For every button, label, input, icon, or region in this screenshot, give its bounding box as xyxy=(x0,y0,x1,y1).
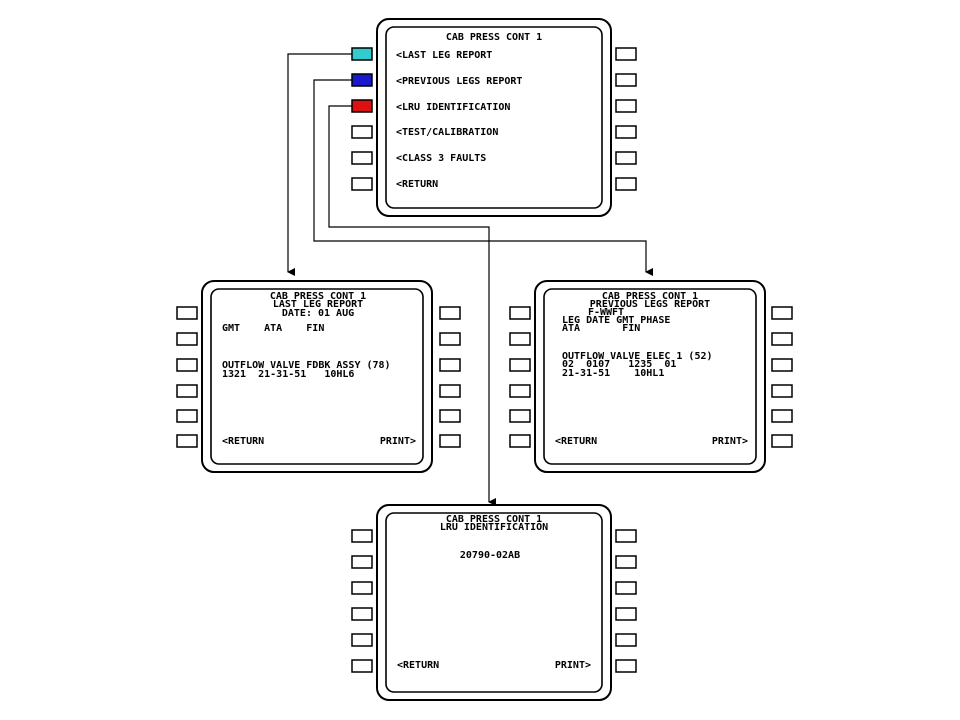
previous-legs-lsk-r2[interactable] xyxy=(771,332,793,346)
last-leg-lsk-l3[interactable] xyxy=(176,358,198,372)
top-lsk-l6[interactable] xyxy=(351,177,373,191)
previous-legs-report-screen: CAB PRESS CONT 1 PREVIOUS LEGS REPORT F-… xyxy=(509,280,793,473)
lru-print[interactable]: PRINT> xyxy=(555,660,591,671)
previous-legs-lsk-r5[interactable] xyxy=(771,409,793,423)
previous-legs-lsk-r4[interactable] xyxy=(771,384,793,398)
previous-legs-lsk-l3[interactable] xyxy=(509,358,531,372)
last-leg-outer-frame xyxy=(201,280,433,473)
last-leg-fault-name: OUTFLOW VALVE FDBK ASSY (78) xyxy=(222,360,391,371)
top-lsk-l5[interactable] xyxy=(351,151,373,165)
lru-lsk-l4[interactable] xyxy=(351,607,373,621)
top-lsk-r4[interactable] xyxy=(615,125,637,139)
previous-legs-title: CAB PRESS CONT 1 xyxy=(602,291,698,302)
lru-inner-frame xyxy=(385,512,603,693)
previous-legs-lsk-l4[interactable] xyxy=(509,384,531,398)
flow-line-last-leg xyxy=(287,53,352,276)
lru-title: CAB PRESS CONT 1 xyxy=(446,514,542,525)
menu-previous-legs-report[interactable]: <PREVIOUS LEGS REPORT xyxy=(396,76,522,87)
lru-lsk-r3[interactable] xyxy=(615,581,637,595)
previous-legs-inner-frame xyxy=(543,288,757,465)
last-leg-report-screen: CAB PRESS CONT 1 LAST LEG REPORT DATE: 0… xyxy=(176,280,461,473)
last-leg-lsk-r2[interactable] xyxy=(439,332,461,346)
lru-lsk-r2[interactable] xyxy=(615,555,637,569)
top-lsk-l4[interactable] xyxy=(351,125,373,139)
lru-subtitle: LRU IDENTIFICATION xyxy=(440,522,548,533)
last-leg-lsk-r6[interactable] xyxy=(439,434,461,448)
top-lsk-l2[interactable] xyxy=(351,73,373,87)
previous-legs-lsk-l1[interactable] xyxy=(509,306,531,320)
last-leg-lsk-l4[interactable] xyxy=(176,384,198,398)
lru-identification-screen: CAB PRESS CONT 1 LRU IDENTIFICATION 2079… xyxy=(351,504,637,701)
last-leg-fault-data: 1321 21-31-51 10HL6 xyxy=(222,369,354,380)
lru-lsk-r5[interactable] xyxy=(615,633,637,647)
last-leg-title: CAB PRESS CONT 1 xyxy=(270,291,366,302)
last-leg-lsk-l6[interactable] xyxy=(176,434,198,448)
previous-legs-lsk-r6[interactable] xyxy=(771,434,793,448)
top-screen-inner-frame xyxy=(385,26,603,209)
last-leg-inner-frame xyxy=(210,288,424,465)
flow-line-previous-legs xyxy=(313,79,653,276)
last-leg-lsk-r4[interactable] xyxy=(439,384,461,398)
top-lsk-r1[interactable] xyxy=(615,47,637,61)
previous-legs-registration: F-WWFT xyxy=(588,307,624,318)
previous-legs-fault-data-2: 21-31-51 10HL1 xyxy=(562,368,664,379)
last-leg-column-header: GMT ATA FIN xyxy=(222,323,324,334)
top-lsk-r3[interactable] xyxy=(615,99,637,113)
top-screen-outer-frame xyxy=(376,18,612,217)
previous-legs-lsk-l5[interactable] xyxy=(509,409,531,423)
top-screen-title: CAB PRESS CONT 1 xyxy=(446,32,542,43)
lru-lsk-r4[interactable] xyxy=(615,607,637,621)
top-lsk-l3[interactable] xyxy=(351,99,373,113)
lru-lsk-l3[interactable] xyxy=(351,581,373,595)
previous-legs-lsk-l2[interactable] xyxy=(509,332,531,346)
previous-legs-return[interactable]: <RETURN xyxy=(555,436,597,447)
last-leg-lsk-l2[interactable] xyxy=(176,332,198,346)
top-lsk-r6[interactable] xyxy=(615,177,637,191)
last-leg-lsk-r3[interactable] xyxy=(439,358,461,372)
lru-lsk-r6[interactable] xyxy=(615,659,637,673)
lru-lsk-l2[interactable] xyxy=(351,555,373,569)
top-lsk-l1[interactable] xyxy=(351,47,373,61)
lru-lsk-l5[interactable] xyxy=(351,633,373,647)
previous-legs-outer-frame xyxy=(534,280,766,473)
menu-return[interactable]: <RETURN xyxy=(396,179,438,190)
previous-legs-lsk-r1[interactable] xyxy=(771,306,793,320)
flow-line-lru-identification xyxy=(328,105,496,506)
previous-legs-header-1: LEG DATE GMT PHASE xyxy=(562,315,670,326)
last-leg-subtitle: LAST LEG REPORT xyxy=(273,299,363,310)
top-lsk-r2[interactable] xyxy=(615,73,637,87)
previous-legs-print[interactable]: PRINT> xyxy=(712,436,748,447)
previous-legs-lsk-r3[interactable] xyxy=(771,358,793,372)
previous-legs-header-2: ATA FIN xyxy=(562,323,640,334)
lru-outer-frame xyxy=(376,504,612,701)
menu-test-calibration[interactable]: <TEST/CALIBRATION xyxy=(396,127,498,138)
last-leg-lsk-r5[interactable] xyxy=(439,409,461,423)
previous-legs-fault-name: OUTFLOW VALVE ELEC 1 (52) xyxy=(562,351,713,362)
previous-legs-lsk-l6[interactable] xyxy=(509,434,531,448)
previous-legs-subtitle: PREVIOUS LEGS REPORT xyxy=(590,299,710,310)
menu-class-3-faults[interactable]: <CLASS 3 FAULTS xyxy=(396,153,486,164)
lru-lsk-l6[interactable] xyxy=(351,659,373,673)
menu-last-leg-report[interactable]: <LAST LEG REPORT xyxy=(396,50,492,61)
last-leg-lsk-l5[interactable] xyxy=(176,409,198,423)
lru-lsk-l1[interactable] xyxy=(351,529,373,543)
menu-lru-identification[interactable]: <LRU IDENTIFICATION xyxy=(396,102,510,113)
lru-part-number: 20790-02AB xyxy=(460,550,520,561)
top-lsk-r5[interactable] xyxy=(615,151,637,165)
top-menu-screen: CAB PRESS CONT 1 <LAST LEG REPORT <PREVI… xyxy=(351,18,637,217)
last-leg-lsk-l1[interactable] xyxy=(176,306,198,320)
last-leg-lsk-r1[interactable] xyxy=(439,306,461,320)
lru-lsk-r1[interactable] xyxy=(615,529,637,543)
last-leg-date: DATE: 01 AUG xyxy=(282,308,354,319)
lru-return[interactable]: <RETURN xyxy=(397,660,439,671)
previous-legs-fault-data-1: 02 0107 1235 01 xyxy=(562,359,676,370)
last-leg-print[interactable]: PRINT> xyxy=(380,436,416,447)
last-leg-return[interactable]: <RETURN xyxy=(222,436,264,447)
